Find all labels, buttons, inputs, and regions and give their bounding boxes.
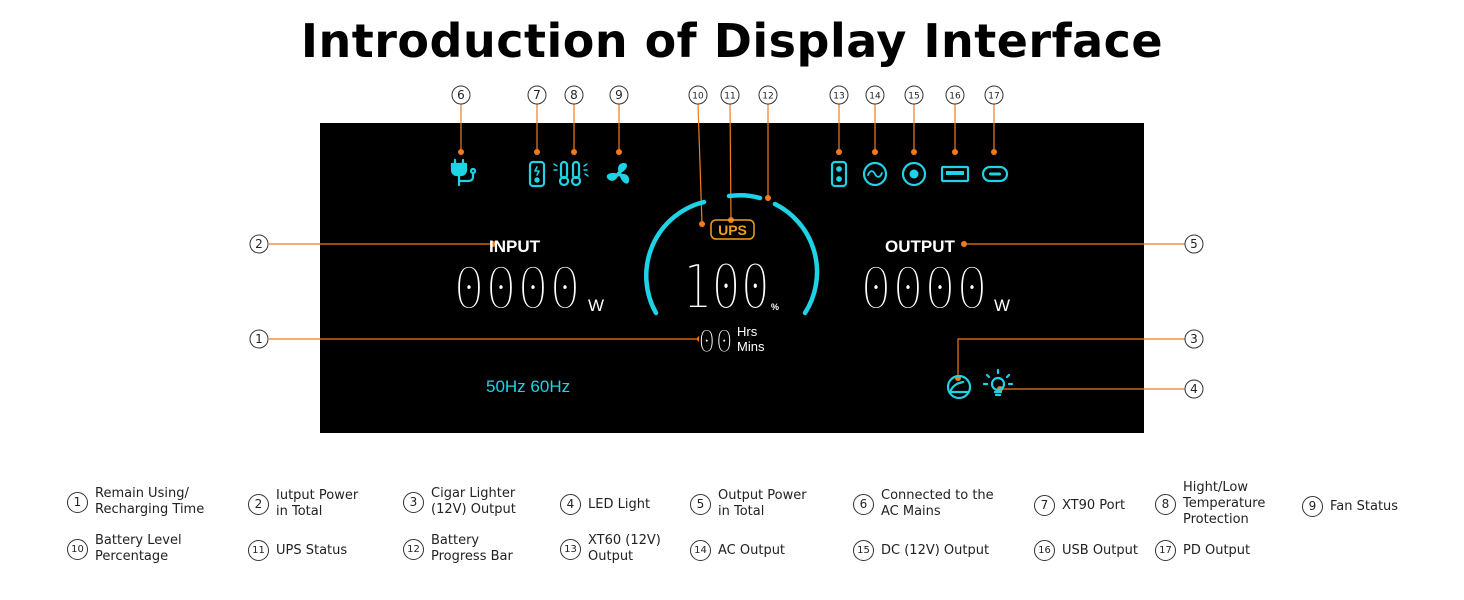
time-value: 00 <box>698 324 733 360</box>
callout-6: 6 <box>451 85 471 105</box>
svg-text:13: 13 <box>833 92 844 102</box>
battery-unit: % <box>771 302 779 312</box>
callout-7: 7 <box>527 85 547 105</box>
svg-text:8: 8 <box>570 88 578 102</box>
output-power-value: 0000 <box>860 254 988 324</box>
time-unit-mins: Mins <box>737 339 765 354</box>
ac-output-icon <box>862 161 888 187</box>
fan-icon <box>606 163 630 184</box>
callout-5: 5 <box>1184 234 1204 254</box>
callout-16: 16 <box>945 85 965 105</box>
svg-text:5: 5 <box>1190 237 1198 251</box>
cigar-lighter-icon <box>946 374 972 400</box>
callout-14: 14 <box>865 85 885 105</box>
usb-output-icon <box>940 165 970 183</box>
battery-progress-bar <box>644 193 820 316</box>
input-power-value: 0000 <box>453 254 581 324</box>
page-title: Introduction of Display Interface <box>300 14 1164 68</box>
callout-1: 1 <box>249 329 269 349</box>
temperature-protection-icon <box>553 160 589 187</box>
svg-text:17: 17 <box>988 92 999 102</box>
svg-text:6: 6 <box>457 88 465 102</box>
svg-text:15: 15 <box>908 92 919 102</box>
callout-2: 2 <box>249 234 269 254</box>
pd-output-icon <box>981 165 1009 183</box>
time-unit-hrs: Hrs <box>737 324 758 339</box>
output-label: OUTPUT <box>885 237 956 256</box>
callout-13: 13 <box>829 85 849 105</box>
input-unit: W <box>588 296 604 315</box>
battery-level-value: 100 <box>682 251 770 325</box>
frequency-label: 50Hz 60Hz <box>486 377 570 396</box>
callout-12: 12 <box>758 85 778 105</box>
callout-10: 10 <box>688 85 708 105</box>
callout-11: 11 <box>720 85 740 105</box>
callout-3: 3 <box>1184 329 1204 349</box>
callout-17: 17 <box>984 85 1004 105</box>
input-label: INPUT <box>489 237 541 256</box>
svg-text:11: 11 <box>724 92 735 102</box>
svg-text:3: 3 <box>1190 332 1198 346</box>
xt60-port-icon <box>830 160 848 188</box>
svg-text:UPS: UPS <box>718 222 747 238</box>
svg-text:16: 16 <box>949 92 961 102</box>
led-light-icon <box>982 368 1014 397</box>
svg-text:4: 4 <box>1190 382 1198 396</box>
callout-4: 4 <box>1184 379 1204 399</box>
svg-text:1: 1 <box>255 332 263 346</box>
svg-text:2: 2 <box>255 237 263 251</box>
svg-text:9: 9 <box>615 88 623 102</box>
ac-mains-plug-icon <box>450 158 477 187</box>
svg-text:14: 14 <box>869 92 881 102</box>
svg-text:12: 12 <box>762 92 773 102</box>
dc-output-icon <box>901 161 927 187</box>
xt90-port-icon <box>528 160 546 188</box>
svg-text:7: 7 <box>533 88 541 102</box>
svg-text:10: 10 <box>692 92 704 102</box>
display-diagram: 6 7 8 9 10 11 12 13 14 15 16 17 2 1 5 3 … <box>249 85 1204 433</box>
ups-badge: UPS <box>710 219 755 240</box>
callout-lines <box>269 103 1185 390</box>
output-unit: W <box>994 296 1010 315</box>
callout-15: 15 <box>904 85 924 105</box>
callout-9: 9 <box>609 85 629 105</box>
callout-8: 8 <box>564 85 584 105</box>
